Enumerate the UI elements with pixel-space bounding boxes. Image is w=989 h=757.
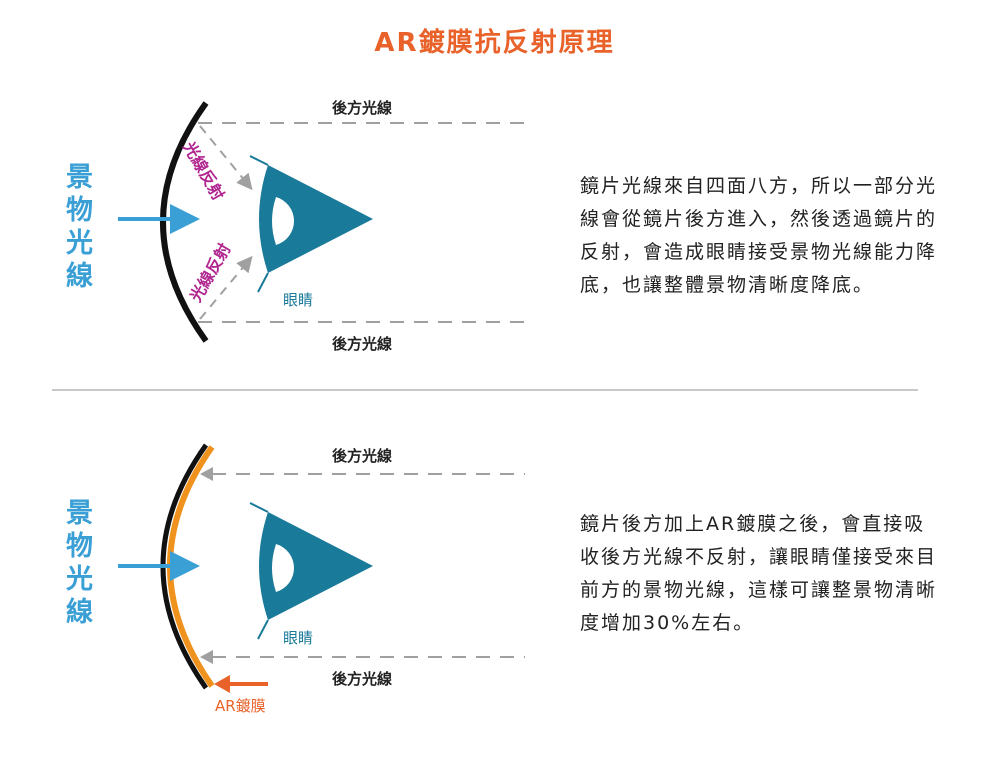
top-panel: 景 物 光 線 — [65, 101, 530, 343]
page-title: AR鍍膜抗反射原理 — [374, 28, 615, 58]
top-reflection-label-upper: 光線反射 — [179, 138, 228, 204]
bottom-scene-char-3: 光 — [65, 564, 93, 595]
bottom-back-light-arrowhead-upper — [200, 467, 213, 481]
ar-coating-pointer-arrow — [214, 675, 268, 693]
top-reflection-arrow-lower — [199, 255, 253, 320]
top-scene-char-2: 物 — [66, 195, 93, 226]
ar-coating-label: AR鍍膜 — [215, 697, 266, 715]
section-divider — [52, 389, 918, 391]
bottom-scene-char-4: 線 — [66, 596, 93, 628]
bottom-eye-label: 眼睛 — [283, 629, 313, 647]
bottom-back-light-arrowhead-lower — [200, 650, 213, 664]
bottom-eye-icon — [249, 502, 373, 640]
top-scene-light-label: 景 物 光 線 — [65, 162, 102, 292]
top-eye-icon — [249, 155, 373, 293]
top-eye-label: 眼睛 — [283, 291, 313, 309]
bottom-back-light-label-lower: 後方光線 — [331, 670, 392, 688]
top-description: 鏡片光線來自四面八方，所以一部分光線會從鏡片後方進入，然後透過鏡片的反射，會造成… — [580, 175, 938, 296]
bottom-scene-char-2: 物 — [66, 531, 93, 562]
top-scene-char-4: 線 — [66, 260, 93, 292]
bottom-scene-light-arrow — [118, 551, 200, 581]
bottom-scene-light-label: 景 物 光 線 — [65, 498, 102, 628]
top-back-light-label-lower: 後方光線 — [331, 335, 392, 353]
top-back-light-label-upper: 後方光線 — [331, 99, 392, 117]
top-reflection-arrow-upper — [199, 125, 253, 191]
top-lens — [160, 101, 209, 343]
top-scene-light-arrow — [118, 204, 200, 234]
bottom-scene-char-1: 景 — [66, 498, 93, 529]
top-scene-char-3: 光 — [65, 228, 93, 259]
top-reflection-label-lower: 光線反射 — [186, 240, 235, 306]
top-scene-char-1: 景 — [66, 162, 93, 193]
bottom-panel: 景 物 光 線 — [65, 443, 525, 693]
bottom-description: 鏡片後方加上AR鍍膜之後，會直接吸收後方光線不反射，讓眼睛僅接受來目前方的景物光… — [580, 513, 938, 634]
bottom-back-light-label-upper: 後方光線 — [331, 447, 392, 465]
